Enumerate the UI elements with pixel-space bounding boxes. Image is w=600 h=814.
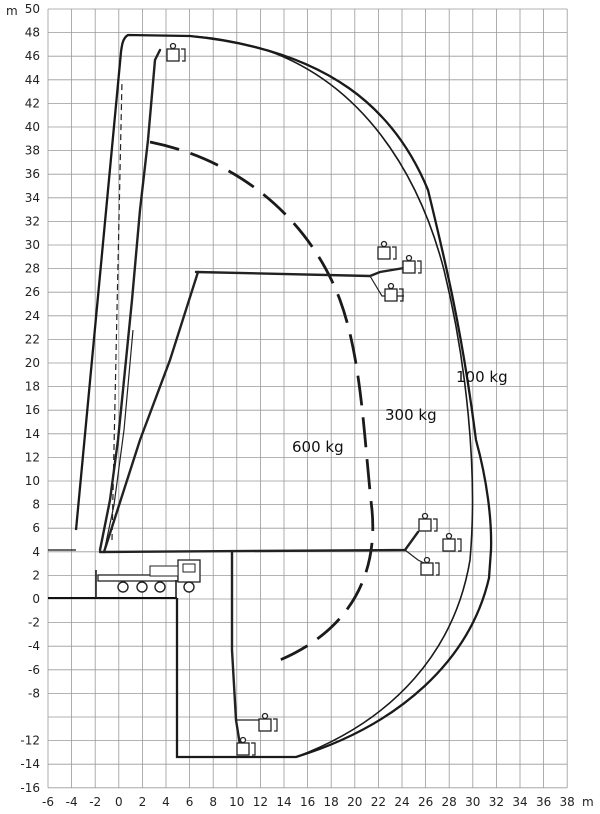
y-tick-label: 32 [25,214,40,228]
y-tick-label: 50 [25,2,40,16]
y-tick-label: 34 [25,191,40,205]
label-600kg: 600 kg [292,438,344,456]
x-tick-label: 16 [300,795,315,809]
y-tick-label: 18 [25,380,40,394]
x-tick-label: 32 [489,795,504,809]
y-tick-label: 40 [25,120,40,134]
y-tick-label: 4 [32,545,40,559]
platform-basket-icon [402,254,422,274]
boom-vertical [98,48,162,553]
x-tick-label: 36 [536,795,551,809]
grid [47,8,568,789]
y-tick-label: 6 [32,521,40,535]
platform-basket-icon [377,240,397,260]
platform-basket-icon [166,42,186,62]
x-tick-label: 26 [418,795,433,809]
label-100kg: 100 kg [456,368,508,386]
y-tick-label: 48 [25,26,40,40]
platform-basket-icon [442,532,462,552]
x-tick-label: 6 [186,795,194,809]
x-tick-label: 12 [253,795,268,809]
x-tick-label: 14 [276,795,291,809]
envelope-600kg [149,140,375,662]
y-tick-label: 0 [32,592,40,606]
x-tick-label: 10 [229,795,244,809]
y-tick-label: -12 [20,734,40,748]
y-tick-label: 14 [25,427,40,441]
y-tick-label: 44 [25,73,40,87]
ground-line [48,549,177,599]
platform-basket-icon [384,282,404,302]
envelope-100kg [74,33,493,759]
boom-down [230,550,262,747]
y-tick-label: 10 [25,474,40,488]
y-tick-label: 28 [25,262,40,276]
x-tick-label: 4 [162,795,170,809]
y-tick-label: 46 [25,49,40,63]
y-axis-unit: m [6,4,18,18]
x-tick-label: 24 [394,795,409,809]
y-tick-label: 2 [32,568,40,582]
platform-basket-icon [418,512,438,532]
platform-baskets [166,42,462,756]
y-tick-label: 30 [25,238,40,252]
x-tick-label: 20 [347,795,362,809]
y-tick-label: 20 [25,356,40,370]
y-tick-label: 16 [25,403,40,417]
y-tick-label: 22 [25,332,40,346]
x-tick-label: 28 [442,795,457,809]
x-tick-label: 0 [115,795,123,809]
x-tick-label: -6 [42,795,54,809]
y-tick-label: 12 [25,450,40,464]
x-tick-label: 34 [512,795,527,809]
y-tick-label: 36 [25,167,40,181]
y-tick-label: -16 [20,781,40,795]
x-tick-label: 38 [560,795,575,809]
y-tick-label: -14 [20,757,40,771]
y-tick-label: 8 [32,498,40,512]
platform-basket-icon [236,736,256,756]
y-tick-label: 38 [25,144,40,158]
x-axis-unit: m [582,795,594,809]
y-axis-ticks: 5048464442403836343230282624222018161412… [20,2,40,795]
x-tick-label: -2 [89,795,101,809]
x-tick-label: -4 [66,795,78,809]
x-tick-label: 8 [209,795,217,809]
truck-icon [95,559,201,598]
y-tick-label: 24 [25,309,40,323]
label-300kg: 300 kg [385,406,437,424]
y-tick-label: 42 [25,96,40,110]
x-tick-label: 2 [139,795,147,809]
y-tick-label: -2 [28,616,40,630]
platform-basket-icon [258,712,278,732]
x-tick-label: 30 [465,795,480,809]
y-tick-label: -4 [28,639,40,653]
x-tick-label: 18 [324,795,339,809]
platform-basket-icon [420,556,440,576]
envelope-300kg [189,35,474,758]
y-tick-label: 26 [25,285,40,299]
x-tick-label: 22 [371,795,386,809]
y-tick-label: -8 [28,686,40,700]
boom-low-horizontal [98,530,431,567]
y-tick-label: -6 [28,663,40,677]
